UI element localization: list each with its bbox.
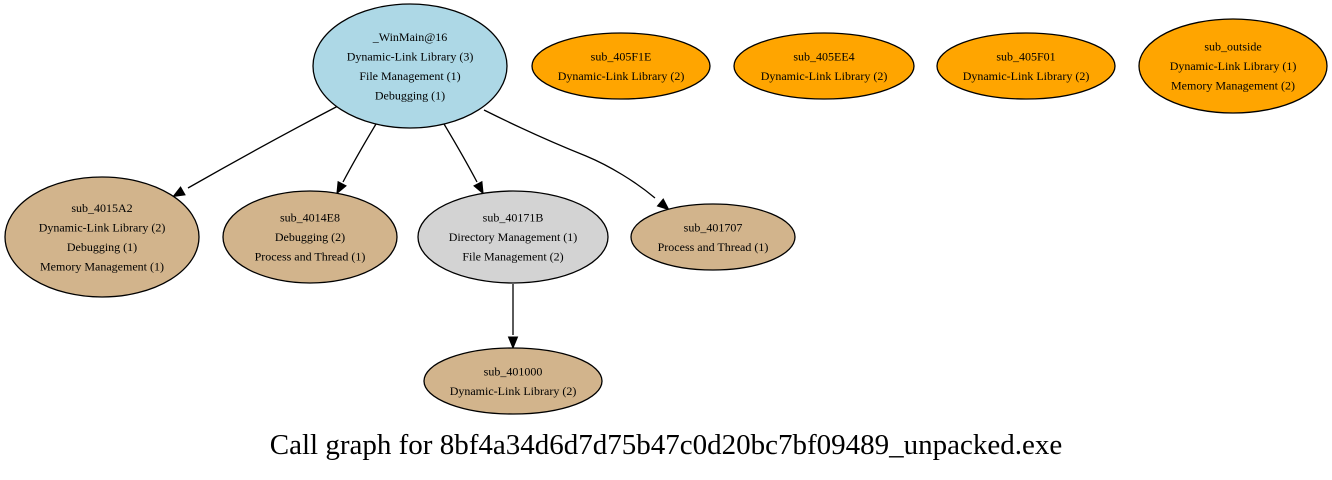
node-ellipse <box>630 203 796 271</box>
edge-winmain-to-sub_4014E8 <box>336 123 377 195</box>
node-ellipse <box>1138 18 1328 114</box>
edge-winmain-to-sub_40171B <box>443 123 484 195</box>
node-category-label: Memory Management (2) <box>1171 79 1295 93</box>
node-sub-405f1e[interactable]: sub_405F1E Dynamic-Link Library (2) <box>531 32 711 100</box>
node-ellipse <box>222 190 398 284</box>
node-category-label: Dynamic-Link Library (2) <box>450 384 577 398</box>
node-category-label: Memory Management (1) <box>40 259 164 273</box>
arrow-head <box>172 186 186 198</box>
node-category-label: Dynamic-Link Library (2) <box>39 220 166 234</box>
node-category-label: Dynamic-Link Library (3) <box>347 49 474 63</box>
edge-line <box>483 109 656 199</box>
node-ellipse <box>531 32 711 100</box>
node-function-name: sub_405F01 <box>996 49 1055 63</box>
node-category-label: Dynamic-Link Library (2) <box>963 69 1090 83</box>
node-ellipse <box>733 32 915 100</box>
node-category-label: Debugging (2) <box>275 230 345 244</box>
node-ellipse <box>417 190 609 284</box>
edge-winmain-to-sub_401707 <box>483 109 670 211</box>
edge-line <box>187 105 339 189</box>
node-category-label: Dynamic-Link Library (1) <box>1170 59 1297 73</box>
node-function-name: sub_outside <box>1204 40 1261 54</box>
arrow-head <box>336 180 347 195</box>
node-category-label: File Management (1) <box>359 69 460 83</box>
node-function-name: sub_405EE4 <box>793 49 854 63</box>
node-function-name: _WinMain@16 <box>372 30 448 44</box>
node-function-name: sub_4015A2 <box>71 201 132 215</box>
node-function-name: sub_401707 <box>684 220 743 234</box>
node-ellipse <box>4 176 200 298</box>
edge-sub_40171B-to-sub_401000 <box>507 284 519 350</box>
node-category-label: Process and Thread (1) <box>255 250 366 264</box>
edge-winmain-to-sub_4015A2 <box>172 105 339 198</box>
node-ellipse <box>312 3 508 129</box>
edge-layer <box>172 105 670 350</box>
node-category-label: Debugging (1) <box>67 240 137 254</box>
node-category-label: Directory Management (1) <box>449 230 578 244</box>
edge-line <box>342 123 377 183</box>
edge-line <box>443 123 478 183</box>
node-category-label: Debugging (1) <box>375 88 445 102</box>
node-function-name: sub_401000 <box>484 364 543 378</box>
node-category-label: Process and Thread (1) <box>658 240 769 254</box>
node-ellipse <box>423 347 603 415</box>
node-function-name: sub_4014E8 <box>280 211 340 225</box>
graph-title: Call graph for 8bf4a34d6d7d75b47c0d20bc7… <box>270 429 1062 461</box>
node-function-name: sub_40171B <box>483 211 544 225</box>
node-function-name: sub_405F1E <box>591 49 652 63</box>
node-sub-40171b[interactable]: sub_40171B Directory Management (1) File M… <box>417 190 609 284</box>
arrow-head <box>656 198 670 211</box>
arrow-head <box>507 336 519 350</box>
node-ellipse <box>936 32 1116 100</box>
node-category-label: Dynamic-Link Library (2) <box>761 69 888 83</box>
arrow-head <box>473 180 484 195</box>
node-category-label: File Management (2) <box>462 250 563 264</box>
node-category-label: Dynamic-Link Library (2) <box>558 69 685 83</box>
